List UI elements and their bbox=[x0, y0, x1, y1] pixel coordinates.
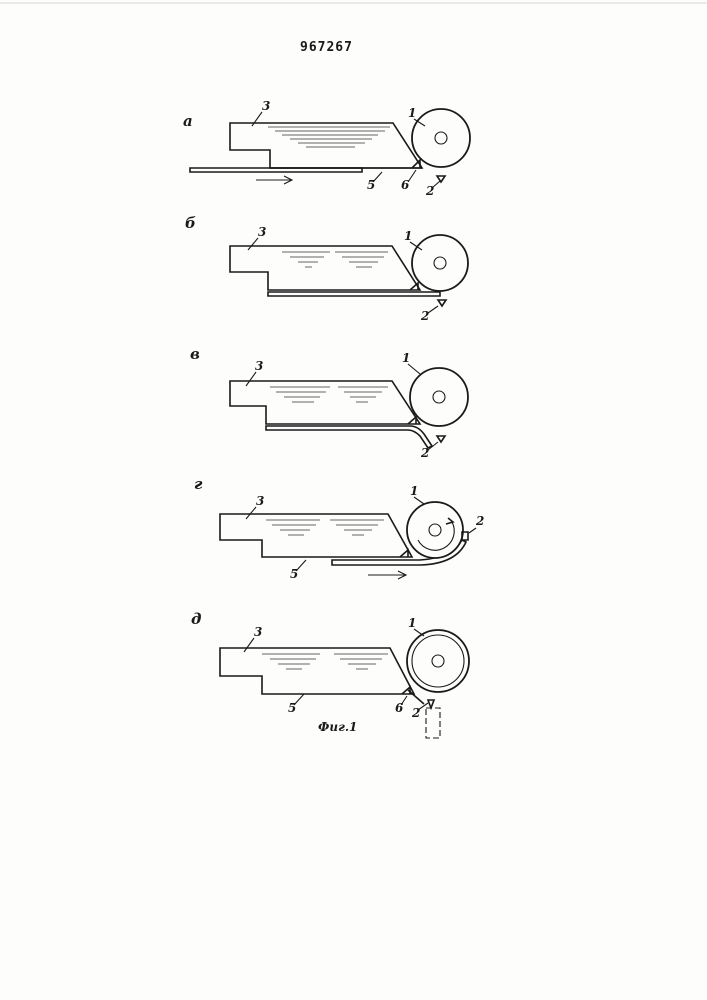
panel-letter-a: а bbox=[183, 112, 193, 130]
label-3: 3 bbox=[254, 625, 262, 639]
leader-5 bbox=[294, 694, 304, 705]
cut-piece bbox=[426, 708, 440, 738]
leader-6 bbox=[408, 170, 416, 182]
feed-rail bbox=[190, 168, 362, 172]
strip-tail bbox=[408, 690, 424, 704]
label-2: 2 bbox=[411, 706, 420, 720]
gripper bbox=[437, 436, 445, 442]
leader-5 bbox=[373, 172, 382, 182]
label-1: 1 bbox=[404, 229, 412, 243]
leader-3 bbox=[246, 372, 256, 386]
leader-2 bbox=[469, 528, 476, 533]
label-3: 3 bbox=[258, 225, 266, 239]
gripper bbox=[428, 700, 434, 708]
panel-letter-d: д bbox=[191, 610, 201, 628]
leader-1 bbox=[414, 497, 424, 504]
panel-letter-v: в bbox=[190, 345, 200, 363]
panel-e: д 3 1 5 6 2 Фиг.1 bbox=[191, 610, 469, 738]
figure-caption: Фиг.1 bbox=[318, 720, 357, 734]
hopper-body bbox=[230, 246, 420, 290]
hopper-hatching bbox=[262, 654, 388, 669]
label-1: 1 bbox=[408, 616, 416, 630]
label-2: 2 bbox=[420, 446, 429, 460]
gripper bbox=[437, 176, 445, 182]
label-3: 3 bbox=[256, 494, 264, 508]
knife bbox=[408, 417, 416, 424]
leader-3 bbox=[248, 238, 258, 250]
panel-letter-g: г bbox=[194, 475, 203, 493]
label-2: 2 bbox=[420, 309, 429, 323]
panel-d: г 3 1 5 2 bbox=[194, 475, 484, 581]
hopper-hatching bbox=[282, 252, 388, 267]
label-1: 1 bbox=[410, 484, 418, 498]
hopper-hatching bbox=[268, 127, 390, 147]
leader-3 bbox=[244, 638, 254, 652]
label-3: 3 bbox=[262, 99, 270, 113]
knife bbox=[400, 550, 408, 557]
panel-c: в 3 1 2 bbox=[190, 345, 468, 460]
hopper-body bbox=[220, 514, 412, 557]
leader-5 bbox=[296, 560, 306, 571]
label-3: 3 bbox=[255, 359, 263, 373]
label-1: 1 bbox=[402, 351, 410, 365]
hopper-body bbox=[220, 648, 414, 694]
gripper bbox=[438, 300, 446, 306]
label-1: 1 bbox=[408, 106, 416, 120]
panel-letter-b: б bbox=[185, 214, 196, 232]
panel-b: б 3 1 2 bbox=[185, 214, 468, 323]
roll bbox=[412, 235, 468, 291]
hopper-body bbox=[230, 123, 422, 168]
roll bbox=[412, 109, 470, 167]
leader-3 bbox=[246, 507, 256, 519]
leader-3 bbox=[252, 112, 262, 126]
panel-a: а 3 1 5 6 bbox=[183, 99, 470, 198]
label-2: 2 bbox=[425, 184, 434, 198]
hopper-body bbox=[230, 381, 420, 424]
roll-wound bbox=[407, 630, 469, 692]
feed-rail bbox=[268, 292, 440, 296]
feed-direction-arrow bbox=[256, 176, 292, 184]
leader-1 bbox=[408, 364, 420, 374]
hopper-hatching bbox=[266, 520, 384, 535]
leader-1 bbox=[414, 629, 424, 636]
knife bbox=[410, 283, 418, 290]
hopper-hatching bbox=[270, 387, 388, 402]
roll bbox=[410, 368, 468, 426]
label-2: 2 bbox=[475, 514, 484, 528]
leader-2 bbox=[428, 306, 438, 313]
feed-rail-bent bbox=[266, 426, 432, 448]
feed-direction-arrow bbox=[368, 571, 406, 579]
